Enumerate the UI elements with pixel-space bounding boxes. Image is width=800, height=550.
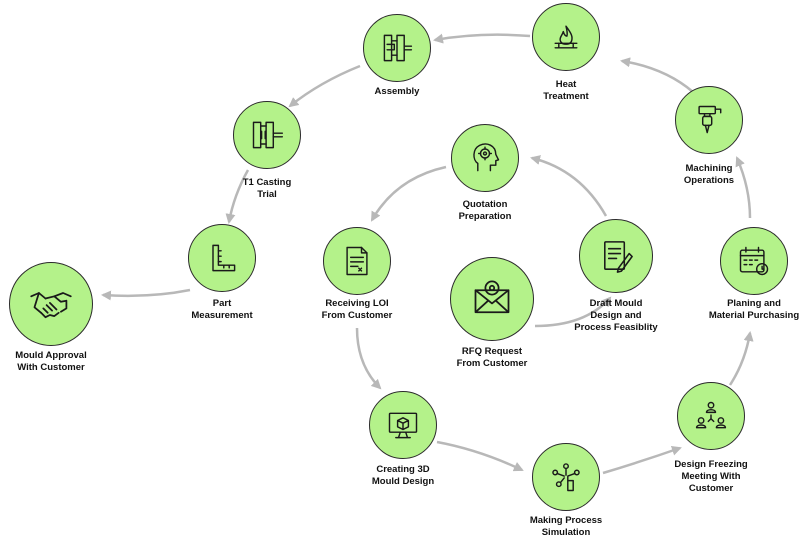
step-circle xyxy=(675,86,743,154)
mail-at-icon xyxy=(474,280,510,314)
arrow-machining-to-heat xyxy=(620,57,694,93)
step-circle xyxy=(363,14,431,82)
arrow-assembly-to-t1 xyxy=(288,64,361,108)
step-label-line: Assembly xyxy=(374,86,420,97)
step-label-line: Design and xyxy=(590,310,642,321)
step-label-line: Treatment xyxy=(543,91,589,102)
set-square-icon xyxy=(212,244,236,272)
step-label-line: From Customer xyxy=(456,358,528,369)
step-label-line: Simulation xyxy=(541,527,591,538)
head-gear-icon xyxy=(473,143,500,172)
step-label-line: Meeting With xyxy=(681,471,741,482)
step-label-line: Planing and xyxy=(727,298,781,309)
arrow-t1-to-part xyxy=(225,169,250,224)
arrow-quotation-to-loi xyxy=(370,165,447,222)
arrow-draft-to-quotation xyxy=(530,155,608,217)
team-meeting-icon xyxy=(695,401,727,429)
step-label-line: Material Purchasing xyxy=(708,310,800,321)
step-label-line: Part xyxy=(212,298,232,309)
mould-assembly-icon xyxy=(383,34,413,62)
step-label-line: Customer xyxy=(688,483,734,494)
step-circle xyxy=(323,227,391,295)
step-label-line: Heat xyxy=(555,79,577,90)
flame-icon xyxy=(554,25,578,49)
step-label-line: Measurement xyxy=(191,310,253,321)
step-label-line: Process Feasiblity xyxy=(574,322,658,333)
document-pen-icon xyxy=(603,240,633,273)
step-label-line: Quotation xyxy=(462,199,508,210)
machining-spindle-icon xyxy=(698,105,722,134)
step-label: Assembly xyxy=(322,86,472,98)
step-label-line: From Customer xyxy=(321,310,393,321)
step-circle xyxy=(233,101,301,169)
step-label-line: Operations xyxy=(683,175,735,186)
arrow-heat-to-assembly xyxy=(433,33,531,44)
step-label-line: RFQ Request xyxy=(461,346,523,357)
step-circle xyxy=(369,391,437,459)
step-circle xyxy=(532,443,600,511)
step-label-line: Receiving LOI xyxy=(325,298,389,309)
arrow-loi-to-design3d xyxy=(355,327,382,390)
step-circle xyxy=(677,382,745,450)
step-label-line: T1 Casting xyxy=(242,177,292,188)
step-label-line: Design Freezing xyxy=(674,459,748,470)
step-circle xyxy=(451,124,519,192)
handshake-icon xyxy=(30,292,72,319)
step-circle xyxy=(9,262,93,346)
arrow-part-to-approval xyxy=(101,288,191,301)
calendar-clock-icon xyxy=(739,246,769,276)
document-sign-icon xyxy=(346,246,368,276)
step-label-line: Mould Approval xyxy=(15,350,87,361)
step-circle xyxy=(450,257,534,341)
mould-casting-icon xyxy=(252,121,284,149)
network-hand-icon xyxy=(552,463,580,492)
step-label-line: Trial xyxy=(257,189,277,200)
step-label-line: Draft Mould xyxy=(589,298,643,309)
arrow-design3d-to-simulation xyxy=(436,440,524,472)
arrow-planning-to-machining xyxy=(735,156,752,219)
step-circle xyxy=(720,227,788,295)
step-label-line: With Customer xyxy=(17,362,85,373)
step-circle xyxy=(579,219,653,293)
step-label-line: Machining xyxy=(685,163,733,174)
arrow-freeze-to-planning xyxy=(728,331,754,386)
step-circle xyxy=(188,224,256,292)
step-label-line: Creating 3D xyxy=(376,464,430,475)
step-circle xyxy=(532,3,600,71)
step-label-line: Preparation xyxy=(458,211,512,222)
step-label-line: Mould Design xyxy=(371,476,435,487)
step-label-line: Making Process xyxy=(529,515,603,526)
monitor-cube-icon xyxy=(388,412,418,439)
arrow-rfq-to-draft xyxy=(534,296,612,328)
arrow-simulation-to-freeze xyxy=(602,445,682,475)
